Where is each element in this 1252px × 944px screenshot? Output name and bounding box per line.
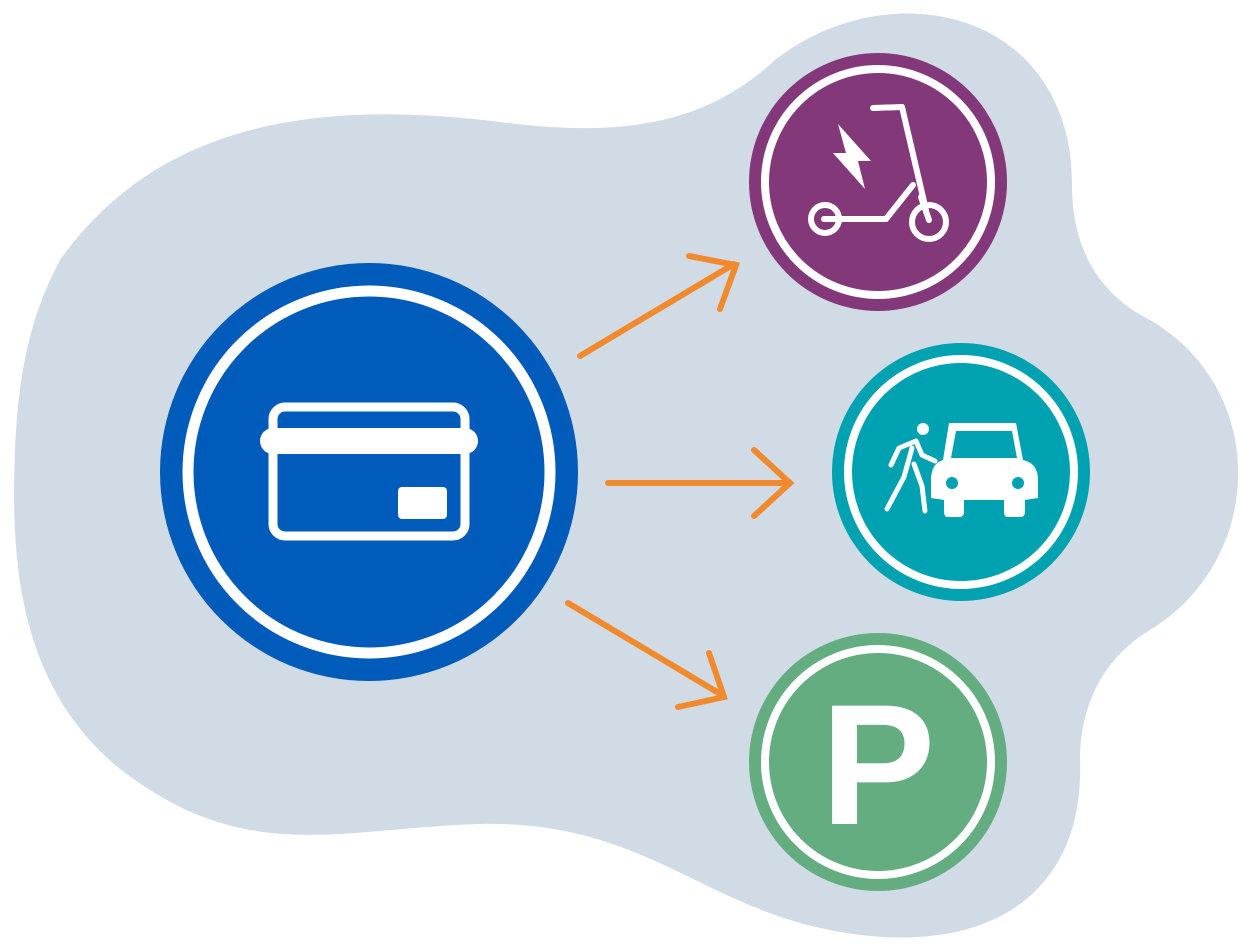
parking-node: P (749, 633, 1007, 891)
parking-letter: P (821, 669, 936, 861)
scooter-node (749, 53, 1007, 311)
carshare-node (832, 343, 1090, 601)
parking-icon: P (821, 669, 936, 861)
electric-scooter-icon (808, 104, 949, 242)
person-icon (884, 423, 938, 514)
car-share-icon (884, 423, 1038, 517)
car-icon (931, 423, 1038, 517)
payment-node (160, 263, 578, 681)
arrow-to-scooter (577, 253, 741, 359)
credit-card-icon (260, 402, 478, 541)
arrow-to-parking (565, 600, 728, 710)
arrow-to-carshare (605, 447, 795, 519)
